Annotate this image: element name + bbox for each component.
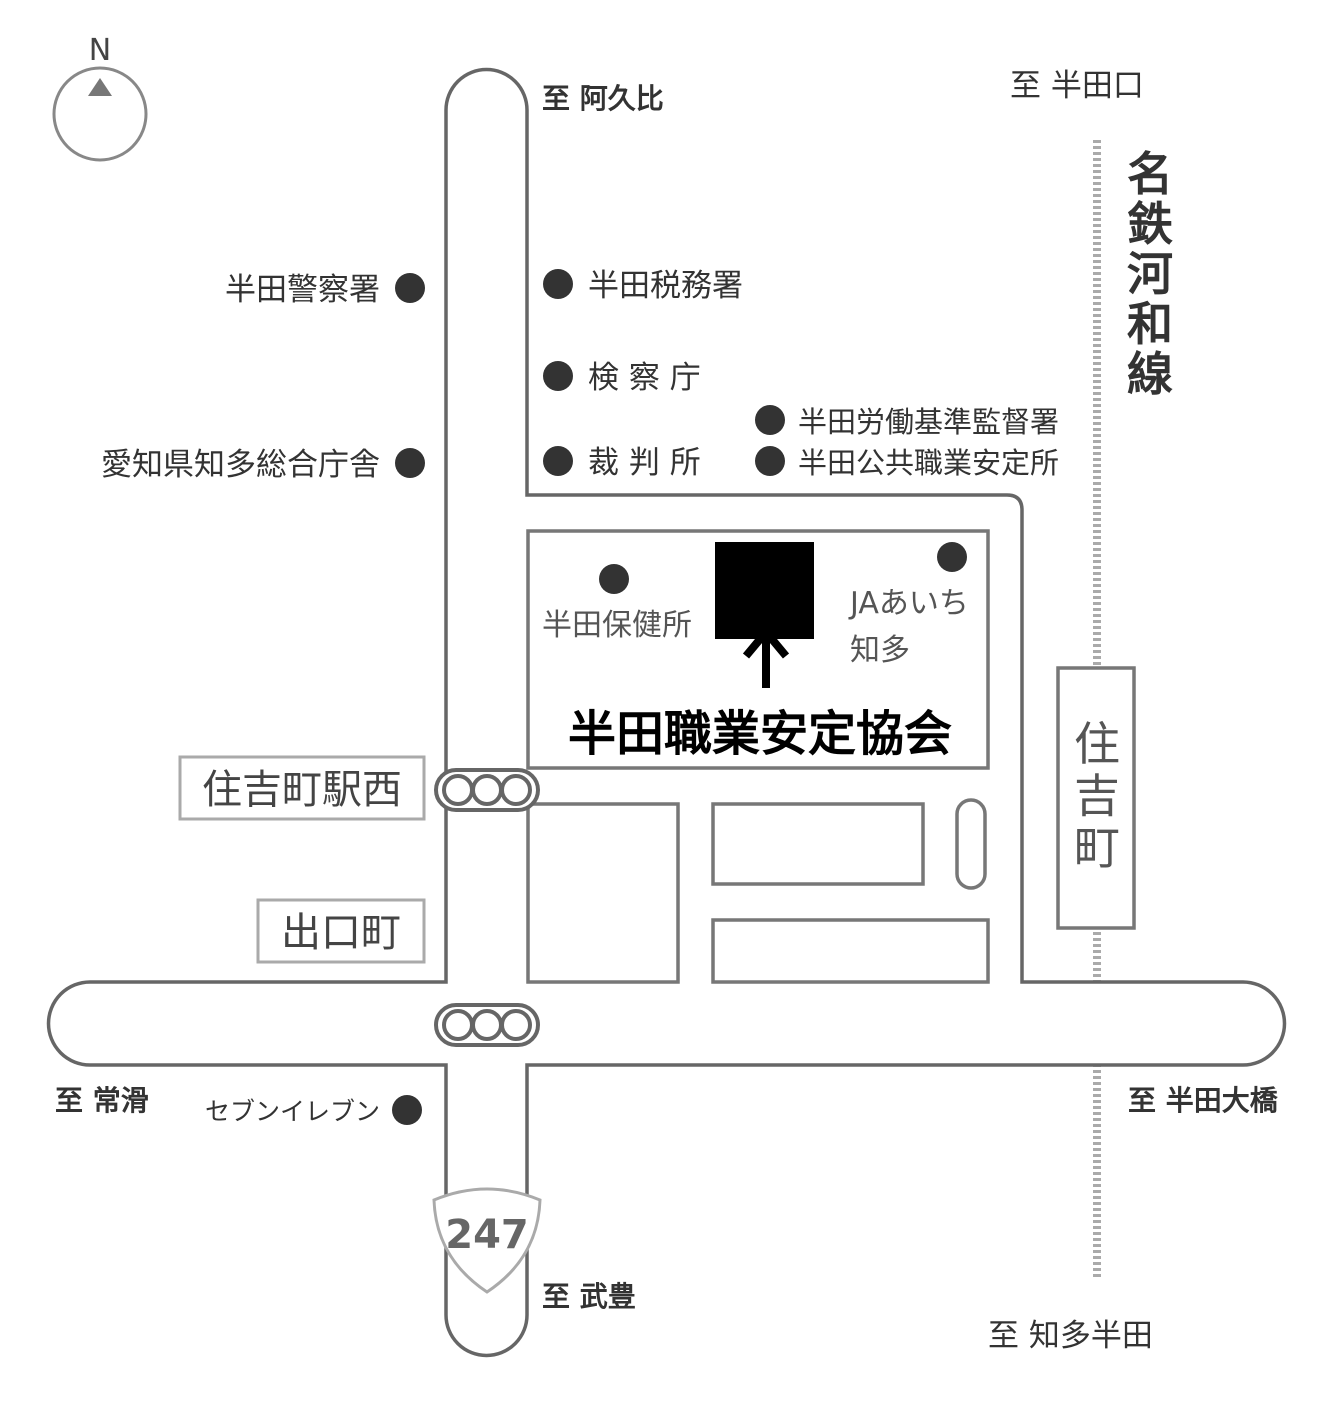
city-block bbox=[526, 802, 680, 984]
landmark-dot-icon bbox=[395, 273, 425, 303]
intersection-label-box bbox=[178, 755, 426, 821]
landmark-dot-icon bbox=[755, 405, 785, 435]
landmark-dot-icon bbox=[543, 361, 573, 391]
landmark-label: セブンイレブン bbox=[205, 1097, 380, 1126]
destination-label: 至 知多半田 bbox=[988, 1318, 1153, 1354]
traffic-signal-icon bbox=[434, 1003, 540, 1047]
svg-text:河: 河 bbox=[1127, 247, 1173, 301]
destination-label: 至 武豊 bbox=[542, 1280, 636, 1313]
landmark-label: 愛知県知多総合庁舎 bbox=[101, 447, 380, 483]
landmark-label: 半田税務署 bbox=[588, 268, 743, 304]
arrow-up-icon bbox=[742, 625, 790, 688]
landmark-dot-icon bbox=[543, 269, 573, 299]
landmark-dot-icon bbox=[392, 1095, 422, 1125]
landmark-dot-icon bbox=[599, 564, 629, 594]
landmark-label: 半田公共職業安定所 bbox=[798, 446, 1059, 480]
north-arrow-icon bbox=[88, 78, 112, 96]
target-building bbox=[715, 542, 814, 639]
railway-name: 名 鉄 河 和 線 bbox=[1127, 147, 1173, 401]
landmark-label: 裁 判 所 bbox=[588, 445, 701, 481]
destination-label: 至 半田大橋 bbox=[1128, 1084, 1279, 1117]
landmark-label: 半田警察署 bbox=[225, 272, 380, 308]
landmark-dot-icon bbox=[395, 448, 425, 478]
target-name: 半田職業安定協会 bbox=[568, 706, 952, 762]
traffic-signal-icon bbox=[434, 768, 540, 812]
landmark-label: 半田保健所 bbox=[542, 608, 692, 643]
landmark-label: 知多 bbox=[850, 633, 910, 668]
route-number: 247 bbox=[445, 1212, 529, 1258]
destination-label: 至 半田口 bbox=[1010, 68, 1144, 104]
station-name: 住 bbox=[1074, 717, 1120, 771]
compass-label: N bbox=[89, 33, 111, 68]
landmark-label: JAあいち bbox=[848, 586, 969, 621]
intersection-name: 出口町 bbox=[281, 910, 401, 956]
svg-text:和: 和 bbox=[1127, 297, 1173, 351]
city-block bbox=[711, 802, 925, 886]
landmark-dot-icon bbox=[755, 446, 785, 476]
compass: N bbox=[52, 33, 148, 162]
landmark-label: 検 察 庁 bbox=[588, 360, 701, 396]
station-name: 町 bbox=[1074, 821, 1120, 875]
svg-text:名: 名 bbox=[1127, 147, 1173, 201]
destination-label: 至 常滑 bbox=[55, 1084, 149, 1117]
landmark-label: 半田労働基準監督署 bbox=[798, 405, 1059, 439]
svg-text:鉄: 鉄 bbox=[1127, 197, 1173, 251]
station-name: 吉 bbox=[1074, 769, 1120, 823]
intersection-label-box bbox=[256, 898, 426, 964]
destination-label: 至 阿久比 bbox=[542, 82, 664, 115]
station-box bbox=[1056, 666, 1136, 930]
city-block bbox=[955, 798, 987, 890]
landmark-dot-icon bbox=[937, 542, 967, 572]
landmark-dot-icon bbox=[543, 446, 573, 476]
intersection-name: 住吉町駅西 bbox=[202, 767, 402, 813]
city-block bbox=[711, 918, 990, 984]
svg-text:線: 線 bbox=[1127, 347, 1173, 401]
route-shield-icon: 247 bbox=[432, 1187, 542, 1294]
